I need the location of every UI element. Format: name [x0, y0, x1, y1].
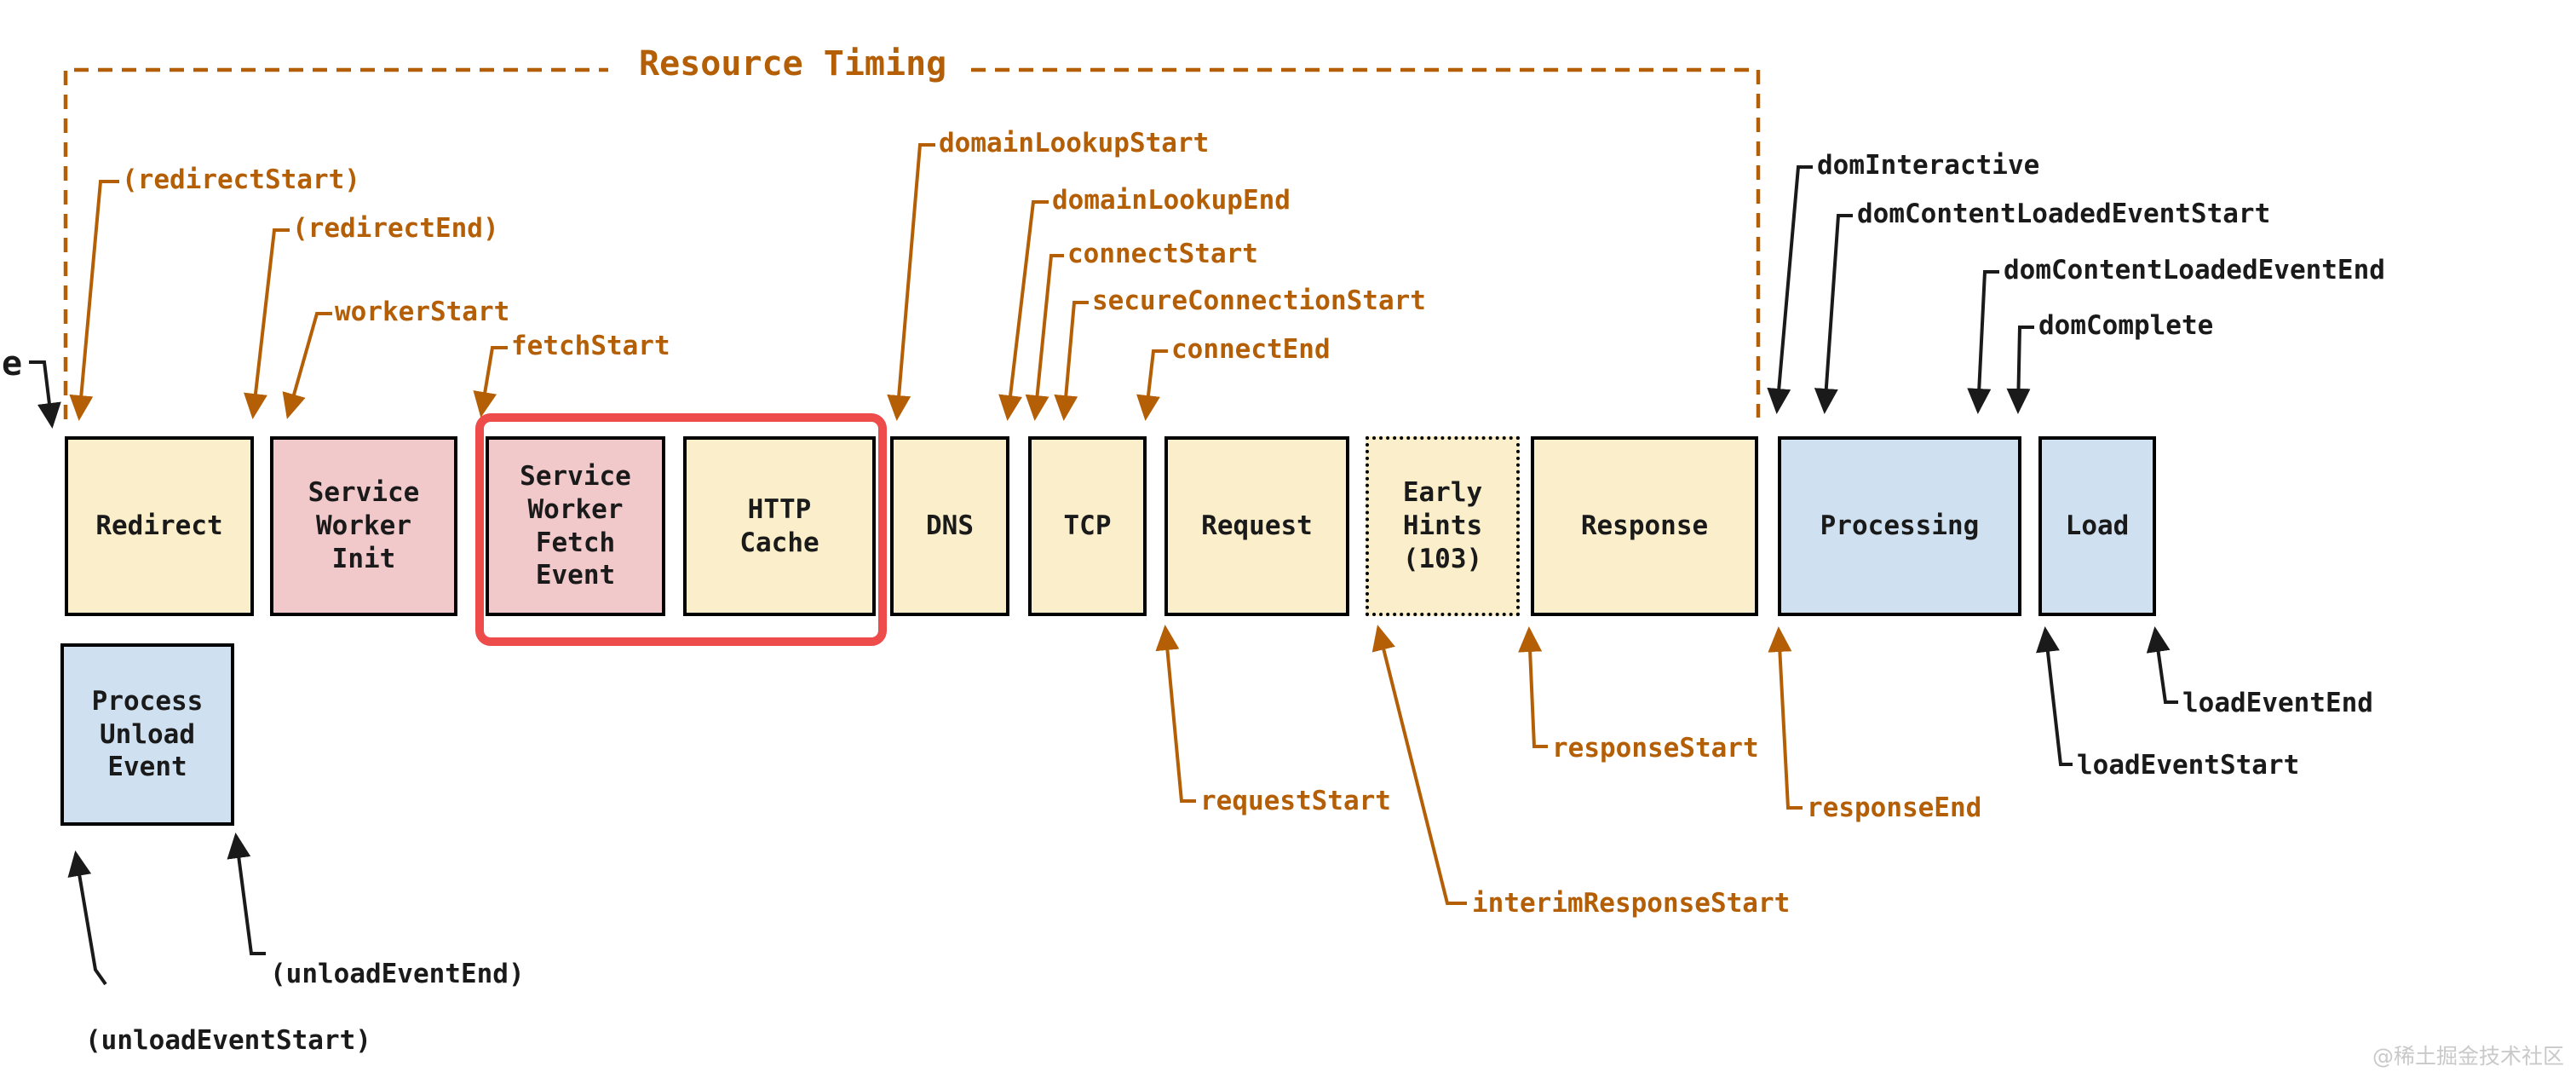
arrow-dom-content-loaded-event-start [1814, 214, 1853, 414]
label-domain-lookup-start: domainLookupStart [939, 128, 1210, 158]
label-dom-interactive: domInteractive [1817, 150, 2040, 181]
phase-box-load: Load [2038, 436, 2156, 616]
arrow-redirect-start [69, 180, 119, 421]
arrow-fetch-start [473, 346, 508, 418]
arrow-load-event-end [2146, 626, 2178, 704]
arrow-dom-complete [2006, 326, 2034, 414]
label-unload-event-end: (unloadEventEnd) [270, 959, 525, 989]
arrow-load-event-start [2036, 626, 2073, 766]
service-worker-highlight-rect [475, 413, 887, 646]
label-dom-complete: domComplete [2038, 310, 2214, 341]
label-fetch-start: fetchStart [511, 331, 670, 361]
label-domain-lookup-end: domainLookupEnd [1052, 185, 1291, 216]
phase-box-http-cache: HTTP Cache [683, 436, 876, 616]
phase-box-sw-init: Service Worker Init [270, 436, 457, 616]
label-unload-event-start: (unloadEventStart) [85, 1025, 371, 1056]
label-connect-end: connectEnd [1171, 334, 1331, 365]
arrow-domain-lookup-start [887, 143, 935, 421]
phase-box-request: Request [1164, 436, 1349, 616]
arrow-interim-response-start [1371, 625, 1467, 905]
arrow-dom-interactive [1767, 165, 1813, 414]
label-response-end: responseEnd [1807, 792, 1982, 823]
arrow-connect-end [1136, 349, 1168, 421]
resource-timing-bracket-left [63, 67, 608, 419]
resource-timing-bracket-right [971, 67, 1761, 418]
arrow-response-start [1518, 626, 1548, 748]
phase-box-process-unload-event: Process Unload Event [60, 643, 234, 826]
arrow-dom-content-loaded-event-end [1967, 270, 1999, 414]
label-redirect-end: (redirectEnd) [292, 213, 499, 244]
arrow-request-start [1155, 625, 1196, 803]
label-dom-content-loaded-event-end: domContentLoadedEventEnd [2004, 255, 2385, 285]
arrow-connect-start [1025, 254, 1064, 421]
phase-box-processing: Processing [1778, 436, 2021, 616]
arrow-response-end [1768, 626, 1803, 810]
arrow-cut-label-pointer [29, 360, 61, 429]
arrow-redirect-end [244, 228, 290, 419]
arrow-unload-event-end [227, 833, 266, 955]
label-worker-start: workerStart [335, 297, 510, 327]
phase-box-redirect: Redirect [65, 436, 254, 616]
label-load-event-start: loadEventStart [2077, 750, 2300, 781]
phase-box-sw-fetch: Service Worker Fetch Event [486, 436, 665, 616]
label-secure-connection-start: secureConnectionStart [1092, 285, 1426, 316]
label-interim-response-start: interimResponseStart [1472, 888, 1791, 919]
phase-box-response: Response [1531, 436, 1758, 616]
arrow-secure-connection-start [1054, 301, 1089, 421]
phase-box-tcp: TCP [1028, 436, 1147, 616]
phase-box-early-hints: Early Hints (103) [1366, 436, 1520, 616]
label-response-start: responseStart [1552, 733, 1759, 764]
cut-left-edge-label: e [2, 344, 23, 383]
watermark: @稀土掘金技术社区 [2372, 1044, 2564, 1069]
label-dom-content-loaded-event-start: domContentLoadedEventStart [1857, 199, 2271, 229]
phase-box-dns: DNS [890, 436, 1009, 616]
label-connect-start: connectStart [1067, 239, 1258, 269]
arrow-domain-lookup-end [998, 200, 1049, 421]
arrow-unload-event-start [67, 850, 107, 986]
arrow-worker-start [282, 312, 332, 419]
resource-timing-title: Resource Timing [639, 44, 947, 84]
label-redirect-start: (redirectStart) [122, 164, 360, 195]
label-request-start: requestStart [1200, 786, 1391, 816]
label-load-event-end: loadEventEnd [2182, 688, 2373, 718]
